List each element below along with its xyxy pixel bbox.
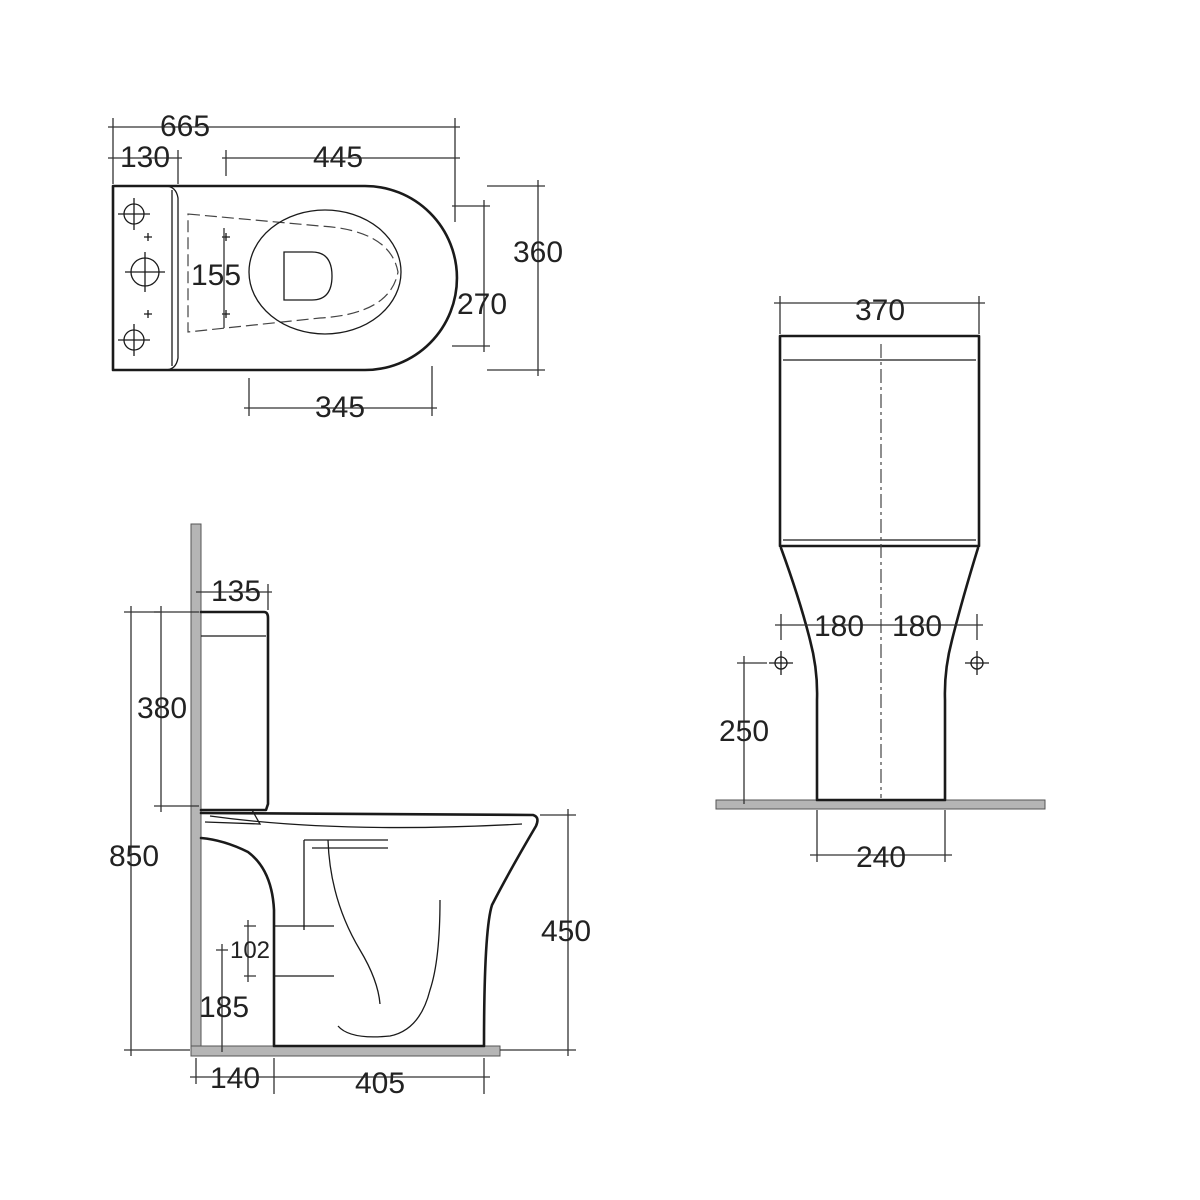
side-view-pan: [199, 811, 539, 1048]
front-view: [715, 334, 1046, 810]
dim-cistern-height: 380: [137, 692, 187, 725]
side-view-dimensions: 135 380 850 450 102 185 140 405: [109, 575, 591, 1100]
top-view-dimensions: 665 130 445 360 270 155 345: [108, 110, 563, 424]
dim-overall-length: 665: [160, 110, 210, 143]
dim-bowl-width: 270: [457, 288, 507, 321]
dim-outlet-diameter: 102: [230, 937, 270, 964]
dim-base-length: 405: [355, 1067, 405, 1100]
dim-total-height: 850: [109, 840, 159, 873]
side-view: [190, 523, 539, 1057]
front-view-pedestal: [779, 546, 980, 802]
dim-cistern-width: 370: [855, 294, 905, 327]
dim-fixing-height: 250: [719, 715, 769, 748]
dim-wall-to-outlet: 140: [210, 1062, 260, 1095]
side-view-cistern: [199, 610, 270, 812]
dim-rear-depth: 130: [120, 141, 170, 174]
dim-fixing-right: 180: [892, 610, 942, 643]
side-view-wall: [190, 523, 202, 1057]
top-view-outline: [111, 184, 459, 372]
front-view-cistern: [778, 334, 981, 548]
dim-outlet-height: 185: [199, 991, 249, 1024]
dim-seat-length: 345: [315, 391, 365, 424]
top-view-seat-opening: [283, 251, 333, 301]
side-view-floor: [190, 1045, 501, 1057]
top-view-rim-dashed: [187, 213, 399, 333]
top-view-cistern: [113, 185, 179, 371]
top-view: [111, 184, 459, 372]
dim-base-width: 240: [856, 841, 906, 874]
dim-cistern-depth: 135: [211, 575, 261, 608]
top-view-seat: [248, 209, 402, 335]
dim-seat-height: 450: [541, 915, 591, 948]
front-view-floor: [715, 799, 1046, 810]
front-view-fixing-holes: [769, 651, 989, 675]
front-view-dimensions: 370 180 180 250 240: [719, 294, 985, 874]
dim-fixing-left: 180: [814, 610, 864, 643]
dim-fixing-spacing: 155: [191, 259, 241, 292]
dim-overall-width: 360: [513, 236, 563, 269]
side-view-trap: [209, 815, 523, 1005]
cistern-fixing-holes: [118, 198, 165, 356]
dim-bowl-length: 445: [313, 141, 363, 174]
